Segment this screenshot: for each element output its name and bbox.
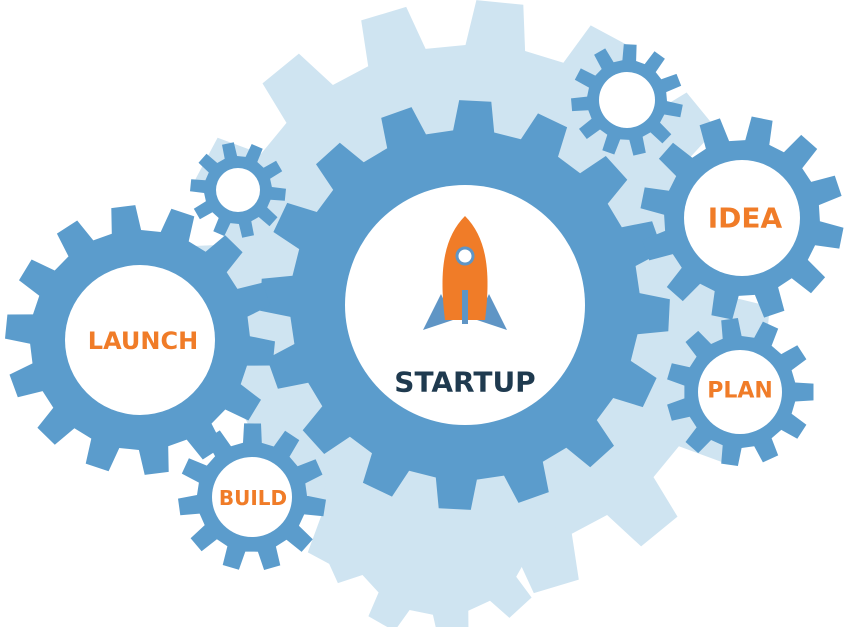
rocket-center-fin (462, 290, 468, 324)
idea-label: IDEA (708, 202, 783, 235)
rocket-right-fin (477, 294, 507, 330)
idea-gear (640, 116, 844, 320)
plan-label: PLAN (707, 379, 773, 404)
small-gear-top-left (190, 142, 286, 238)
rocket-left-fin (423, 294, 453, 330)
startup-label: STARTUP (394, 366, 535, 399)
build-gear-hub (212, 457, 292, 537)
rocket-body (442, 216, 488, 320)
small-gear-top-right-hub (599, 72, 655, 128)
idea-gear-hub (684, 160, 800, 276)
launch-gear-hub (65, 265, 215, 415)
small-gear-top-left-hub (216, 168, 260, 212)
build-gear (178, 423, 326, 570)
plan-gear-hub (698, 350, 782, 434)
launch-label: LAUNCH (88, 327, 198, 355)
plan-gear (667, 318, 814, 466)
small-gear-top-right (571, 44, 683, 156)
launch-gear (5, 205, 275, 475)
rocket-icon (423, 216, 507, 330)
build-label: BUILD (219, 486, 287, 510)
rocket-window (455, 246, 475, 266)
